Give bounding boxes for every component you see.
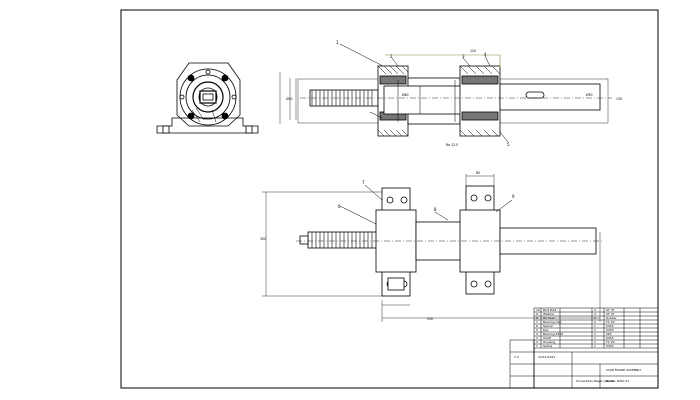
parts-row-name: Spacer <box>543 324 554 328</box>
parts-row-mat: S45C <box>606 324 614 328</box>
end-view <box>156 62 259 134</box>
plan-view <box>262 174 604 322</box>
dim-top-d1: Ø52 <box>286 96 293 101</box>
parts-row-mat: S45C <box>606 336 614 340</box>
parts-row-qty: 4 <box>594 312 596 316</box>
parts-row-name: Bearing 6310 <box>543 332 563 336</box>
balloon-8: 8 <box>434 207 437 212</box>
balloon-6: 6 <box>338 204 341 209</box>
parts-row-qty: 2 <box>594 340 596 344</box>
parts-row-no: 10 <box>536 308 540 312</box>
tb-title: Shaft FRAME ASSEMBLY <box>606 368 642 372</box>
parts-row-qty: 2 <box>594 332 596 336</box>
parts-row-no: 9 <box>536 312 538 316</box>
parts-row-mat: FC 20 <box>606 320 615 324</box>
parts-row-qty: 1 <box>594 328 596 332</box>
parts-row-qty: 2 <box>594 320 596 324</box>
balloon-9: 9 <box>512 194 515 199</box>
parts-row-no: 2 <box>536 340 538 344</box>
parts-row-name: Bearing Cap <box>543 320 562 324</box>
parts-row-no: 8 <box>536 316 538 320</box>
title-block <box>509 307 659 389</box>
balloon-1: 1 <box>336 40 339 45</box>
parts-row-qty: 1 <box>594 344 596 348</box>
dim-left-height: 300 <box>260 237 266 241</box>
parts-row-no: 5 <box>536 328 538 332</box>
dim-note: Ra 12.5 <box>446 143 458 147</box>
dim-top-d5: Ø90 <box>586 92 593 97</box>
balloon-4: 4 <box>484 52 487 57</box>
balloon-3: 3 <box>462 54 465 59</box>
parts-row-name: Shaft <box>543 336 552 340</box>
parts-row-qty: 4 <box>594 308 596 312</box>
parts-row-mat: ST 37 <box>606 312 615 316</box>
parts-row-mat: S45C <box>606 328 614 332</box>
parts-row-name: Housing <box>543 340 555 344</box>
dim-top-a: 120 <box>470 49 476 53</box>
parts-row-no: 6 <box>536 324 538 328</box>
tb-company: Universitas Negeri Jakarta <box>576 379 615 383</box>
parts-row-mat: ST 37 <box>606 308 615 312</box>
section-view <box>279 43 612 143</box>
parts-row-qty: 1 <box>594 336 596 340</box>
parts-row-no: 1 <box>536 344 538 348</box>
parts-row-no: 4 <box>536 332 538 336</box>
balloon-7: 7 <box>362 180 365 185</box>
parts-row-name: Key <box>543 328 549 332</box>
sheet-border <box>120 9 659 389</box>
parts-row-qty: 2 <box>594 316 596 320</box>
parts-row-mat: Rubber <box>606 316 618 320</box>
parts-row-no: 3 <box>536 336 538 340</box>
parts-row-no: 7 <box>536 320 538 324</box>
balloon-5: 5 <box>507 142 510 147</box>
dim-bearing-width: 85 <box>476 171 480 175</box>
parts-row-name: Spline <box>543 344 552 348</box>
dim-total-length: 530 <box>427 317 433 321</box>
balloon-2: 2 <box>390 54 393 59</box>
tb-dwg-no: P.A.M - DWG 01 <box>606 379 629 383</box>
parts-row-mat: SKF <box>606 332 612 336</box>
parts-row-name: Oil Seal <box>543 316 555 320</box>
parts-row-mat: S45C <box>606 344 614 348</box>
dim-top-height: 130 <box>616 97 622 101</box>
tb-date: 15/11/2021 <box>538 355 555 359</box>
parts-row-mat: FC 20 <box>606 340 615 344</box>
parts-row-name: Washer <box>543 312 555 316</box>
parts-row-qty: 1 <box>594 324 596 328</box>
parts-row-name: Bolt M12 <box>543 308 556 312</box>
tb-scale: 1:4 <box>514 355 519 359</box>
dim-top-d3: Ø80 <box>402 92 409 97</box>
